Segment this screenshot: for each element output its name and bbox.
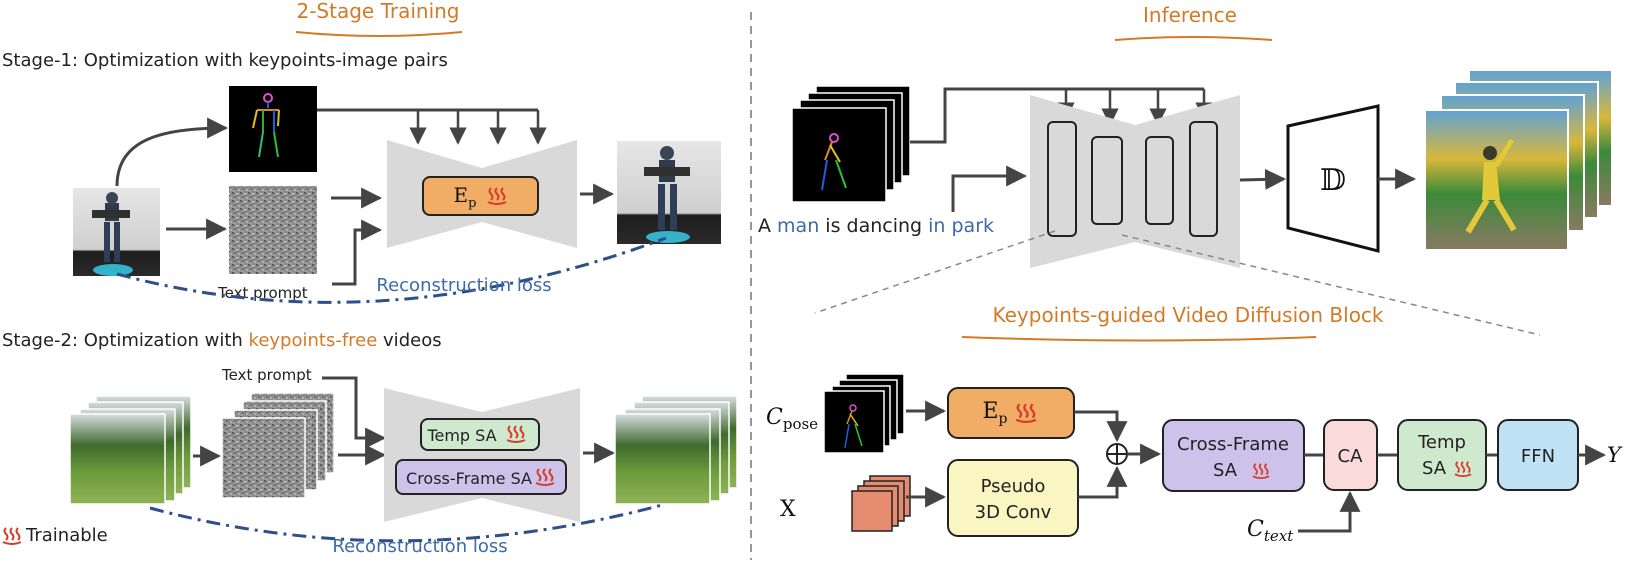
inference-prompt: A man is dancing in park — [758, 215, 994, 237]
stage1-input-image — [73, 188, 160, 276]
block-temp-sa-line1: Temp — [1417, 432, 1466, 453]
stage2-cross-frame-sa-label: Cross-Frame SA — [406, 469, 532, 488]
c-pose-label: Cpose — [766, 405, 818, 433]
arrow-textprompt-to-unet — [332, 219, 383, 286]
block-title-underline — [961, 336, 1317, 342]
inference-pose-stack — [791, 85, 911, 203]
stage2-text-prompt: Text prompt — [221, 366, 312, 384]
stage1-encoder-box — [422, 176, 539, 216]
c-text-label: Ctext — [1247, 517, 1294, 545]
stage2-noise-stack — [221, 392, 335, 499]
training-title: 2-Stage Training — [296, 0, 459, 23]
block-encoder-box — [947, 387, 1075, 439]
block-temp-sa-box — [1397, 419, 1487, 491]
pseudo-3d-conv-line2: 3D Conv — [975, 502, 1052, 523]
x-label: X — [780, 497, 796, 522]
block-cross-frame-line2: SA — [1213, 460, 1238, 481]
inference-title: Inference — [1143, 3, 1237, 27]
unet-block-1 — [1047, 121, 1077, 237]
pseudo-3d-conv-line1: Pseudo — [981, 476, 1046, 497]
pseudo-3d-conv-box — [947, 459, 1079, 537]
stage2-cross-frame-sa-box — [395, 459, 567, 495]
unet-block-3 — [1145, 136, 1174, 225]
arrow-prompt-to-unet — [951, 165, 1028, 212]
block-temp-sa-line2: SA — [1422, 458, 1447, 479]
stage2-loss-label: Reconstruction loss — [332, 536, 507, 557]
stage1-loss-label: Reconstruction loss — [376, 275, 551, 296]
block-ffn-label: FFN — [1521, 446, 1555, 467]
stage2-temp-sa-label: Temp SA — [426, 426, 496, 445]
stage2-unet — [384, 388, 580, 522]
stage1-encoder-label: Ep — [454, 183, 477, 211]
unet-block-2 — [1091, 136, 1123, 225]
block-ca-label: CA — [1338, 446, 1364, 467]
stage1-output-image — [617, 141, 721, 244]
y-label: Y — [1607, 443, 1623, 467]
trainable-legend: Trainable — [25, 525, 108, 546]
decoder-label: 𝔻 — [1320, 163, 1346, 198]
zoom-line-left — [814, 230, 1056, 314]
arrow-encoder-to-sum — [1074, 410, 1128, 443]
stage2-loss-curve — [149, 503, 663, 543]
arrow-unet-to-decoder — [1239, 168, 1287, 190]
arrow-input-to-keypoints — [115, 117, 229, 187]
block-cross-frame-line1: Cross-Frame — [1177, 434, 1289, 455]
stage1-label: Stage-1: Optimization with keypoints-ima… — [2, 50, 448, 71]
stage1-noise-image — [229, 186, 317, 274]
stage2-label: Stage-2: Optimization with keypoints-fre… — [2, 330, 442, 351]
arrow-ctext-to-ca — [1298, 490, 1361, 533]
unet-block-4 — [1189, 121, 1218, 237]
stage2-input-video — [69, 395, 192, 505]
zoom-line-right — [1121, 234, 1541, 336]
inference-title-underline — [1114, 36, 1273, 41]
inference-decoder — [1286, 104, 1380, 253]
inference-output-video — [1424, 69, 1613, 251]
keypoint-bus-inference — [910, 87, 1204, 144]
latent-stack — [851, 475, 911, 532]
inference-unet — [1030, 95, 1240, 268]
stage1-keypoint-image — [229, 86, 317, 172]
block-title: Keypoints-guided Video Diffusion Block — [992, 303, 1383, 327]
flame-icon — [2, 527, 22, 545]
plus-circle-icon — [1106, 443, 1128, 465]
stage2-output-video — [614, 395, 738, 505]
stage1-loss-curve — [116, 236, 667, 304]
arrow-textprompt2-to-unet — [322, 376, 387, 449]
arrow-pseudo-to-sum — [1078, 465, 1128, 499]
block-pose-stack — [823, 373, 905, 454]
training-title-underline — [295, 31, 463, 37]
block-encoder-label: Ep — [982, 399, 1007, 427]
